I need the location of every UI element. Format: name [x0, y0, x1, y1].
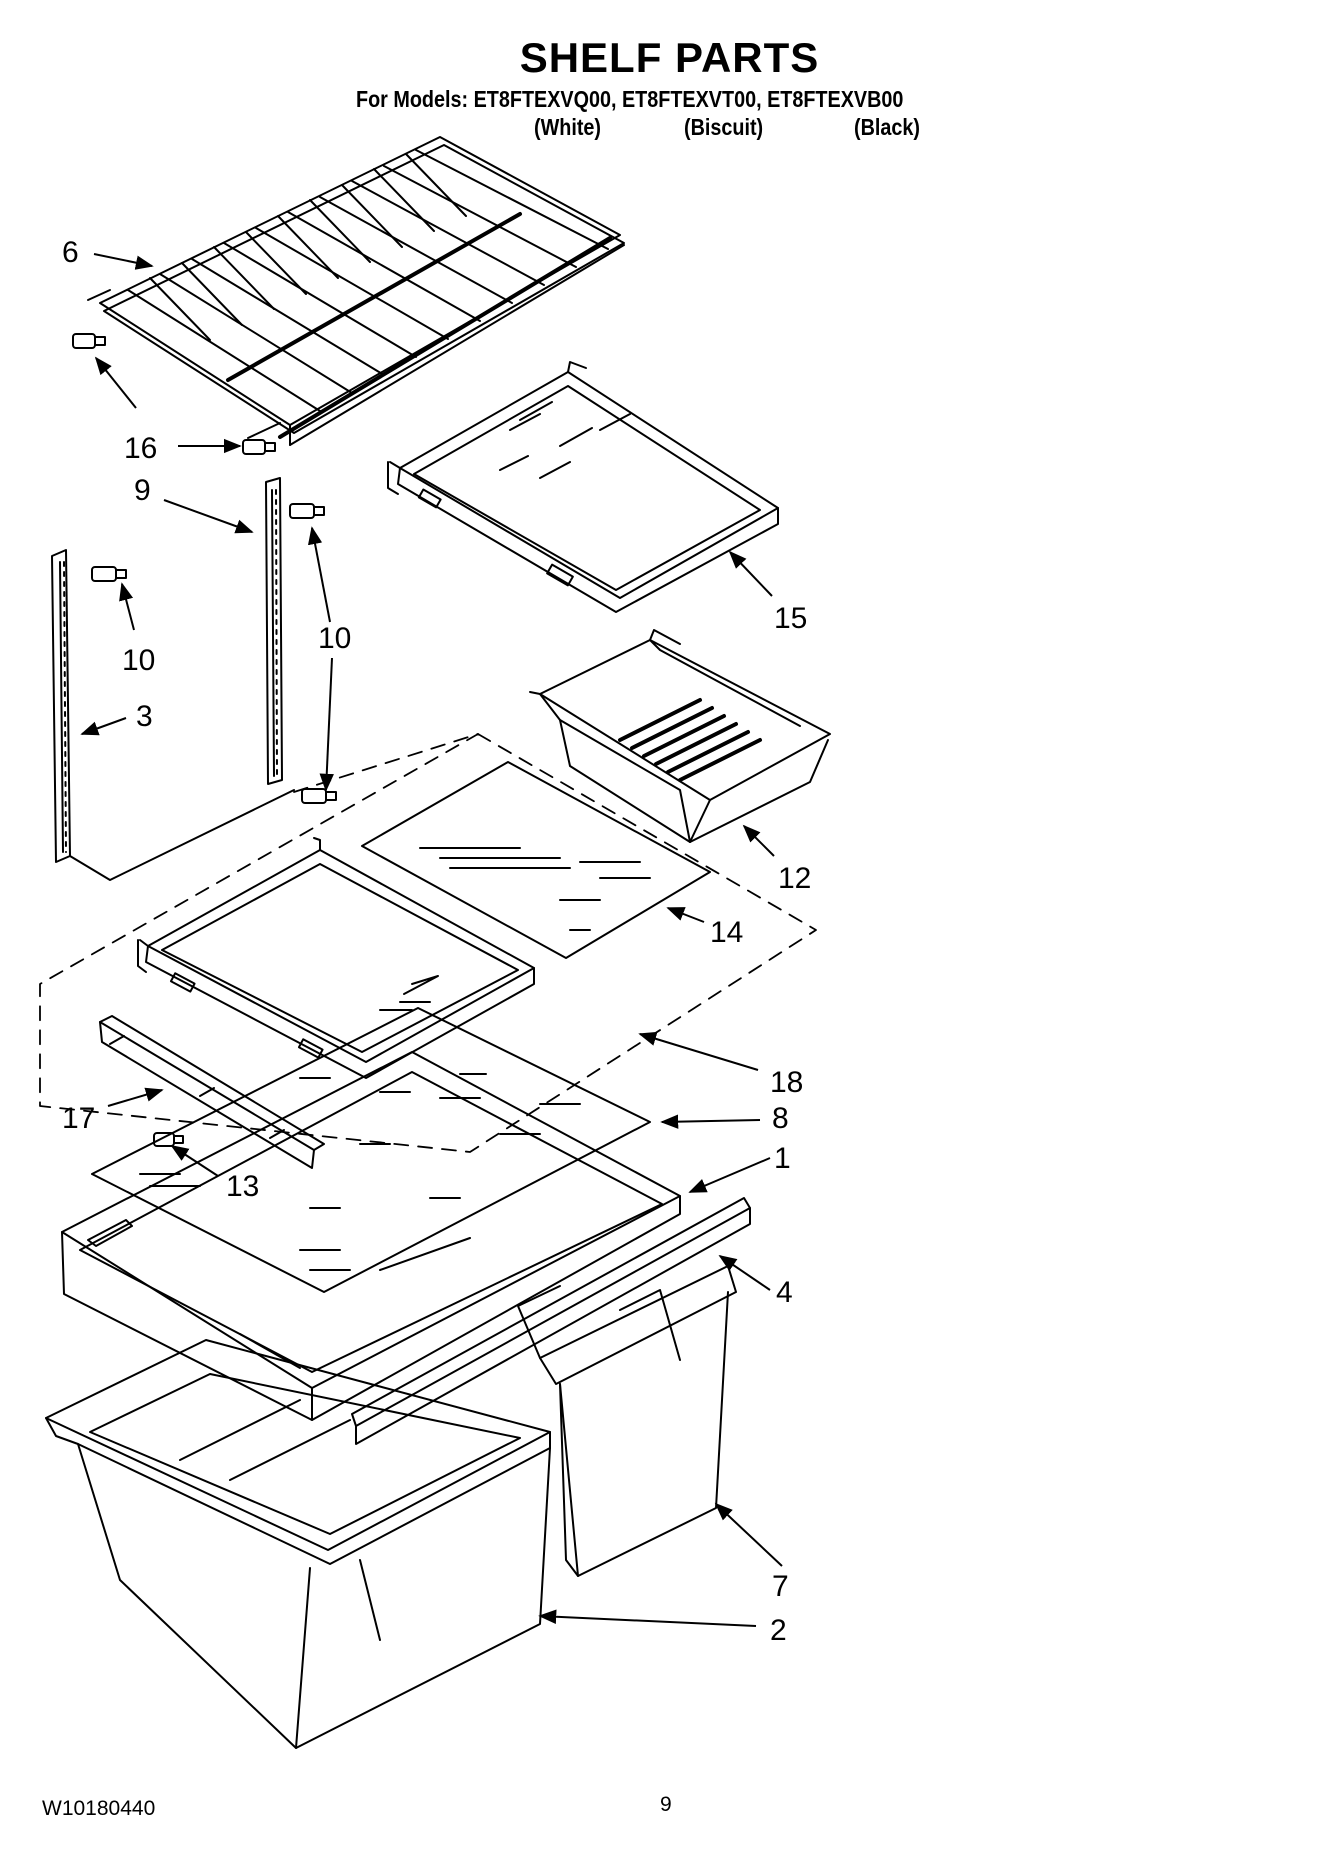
callout-3: 3 [136, 700, 153, 733]
shelf-support-studs [72, 333, 276, 455]
document-number: W10180440 [42, 1797, 156, 1820]
shelf-front-trim [99, 1015, 325, 1169]
assembly-outline [39, 733, 817, 1153]
crisper-drawer-right [517, 1265, 737, 1577]
variant-black: (Black) [854, 114, 920, 140]
meat-drawer [529, 629, 831, 843]
callout-17: 17 [62, 1102, 95, 1135]
page-number: 9 [660, 1793, 672, 1816]
crisper-drawer-left [45, 1339, 551, 1749]
callout-13: 13 [226, 1170, 259, 1203]
page-title: SHELF PARTS [519, 34, 820, 81]
shelf-ladder-center [265, 477, 283, 785]
deli-drawer-shelf [387, 361, 779, 613]
callout-16: 16 [124, 432, 157, 465]
shelf-ladder-side [51, 549, 295, 881]
callout-12: 12 [778, 862, 811, 895]
callout-8: 8 [772, 1102, 789, 1135]
callout-9: 9 [134, 474, 151, 507]
callout-6: 6 [62, 236, 79, 269]
callout-10-upper: 10 [318, 622, 351, 655]
glass-shelf-lower [91, 1001, 651, 1293]
crisper-divider-bar [351, 1197, 751, 1445]
trim-screw [153, 1132, 184, 1147]
callout-14: 14 [710, 916, 743, 949]
callout-2: 2 [770, 1614, 787, 1647]
callout-15: 15 [774, 602, 807, 635]
callout-1: 1 [774, 1142, 791, 1175]
wire-shelf [87, 136, 625, 446]
variant-biscuit: (Biscuit) [684, 114, 764, 140]
model-numbers: For Models: ET8FTEXVQ00, ET8FTEXVT00, ET… [356, 86, 904, 112]
crisper-cover-frame [61, 1051, 681, 1421]
shelf-frame [137, 837, 535, 1079]
callout-18: 18 [770, 1066, 803, 1099]
callout-leaders [80, 253, 783, 1627]
ladder-screws [91, 503, 337, 804]
callout-4: 4 [776, 1276, 793, 1309]
callout-7: 7 [772, 1570, 789, 1603]
variant-white: (White) [534, 114, 602, 140]
callout-10-lower: 10 [122, 644, 155, 677]
glass-shelf-upper [361, 761, 711, 959]
